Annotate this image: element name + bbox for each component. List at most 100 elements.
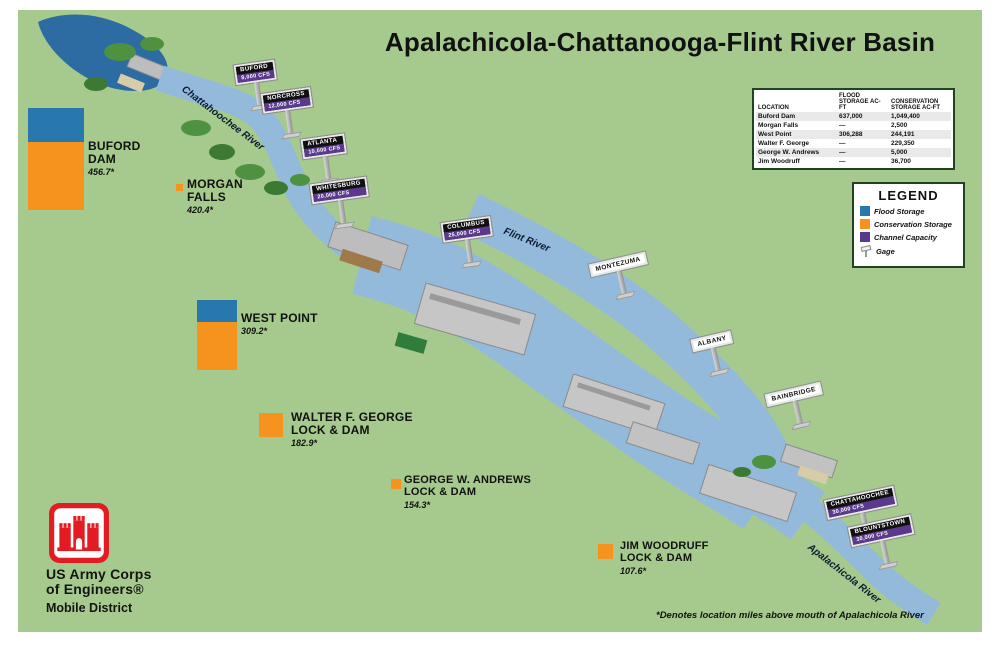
sign-post bbox=[285, 109, 294, 135]
legend-color-swatch bbox=[860, 219, 870, 229]
storage-table-cell: 2,500 bbox=[891, 122, 908, 129]
sign-post bbox=[322, 155, 332, 181]
legend-title: LEGEND bbox=[878, 188, 939, 203]
apalachicola-river-path bbox=[791, 491, 941, 626]
storage-table-cell: 5,000 bbox=[891, 149, 908, 156]
lake-lanier-shape bbox=[38, 14, 168, 92]
storage-table-cell: 306,288 bbox=[839, 131, 863, 138]
usace-castle-logo bbox=[49, 503, 109, 563]
jim-woodruff-conservation-marker bbox=[598, 544, 613, 559]
legend-item-label: Channel Capacity bbox=[874, 232, 937, 242]
org-name-line1: US Army Corps bbox=[46, 566, 152, 582]
jim-woodruff-mile: 107.6* bbox=[620, 565, 647, 576]
george-w-andrews-name: GEORGE W. ANDREWS bbox=[404, 474, 532, 486]
legend-color-swatch bbox=[860, 232, 870, 242]
storage-table-cell: Jim Woodruff bbox=[758, 158, 800, 165]
storage-table-row: Buford Dam 637,000 1,049,400 bbox=[756, 112, 951, 121]
west-point-label: WEST POINT 309.2* bbox=[241, 312, 318, 336]
legend-item: Gage bbox=[860, 245, 957, 257]
storage-table-cell: — bbox=[839, 140, 846, 147]
storage-table-cell: Buford Dam bbox=[758, 113, 796, 120]
buford-flood-storage-bar bbox=[28, 108, 84, 142]
legend-item: Channel Capacity bbox=[860, 232, 957, 242]
storage-table-cell: Morgan Falls bbox=[758, 122, 799, 129]
west-point-flood-storage-bar bbox=[197, 300, 237, 322]
tree-clusters bbox=[84, 37, 776, 477]
george-w-andrews-dam-structure bbox=[625, 421, 701, 465]
storage-table-cell: 229,350 bbox=[891, 140, 915, 147]
george-w-andrews-mile: 154.3* bbox=[404, 499, 431, 510]
storage-table-row: George W. Andrews — 5,000 bbox=[756, 148, 951, 157]
storage-table-row: Walter F. George — 229,350 bbox=[756, 139, 951, 148]
legend-color-swatch bbox=[860, 206, 870, 216]
walter-f-george-label: WALTER F. GEORGE LOCK & DAM 182.9* bbox=[291, 410, 413, 448]
storage-table-cell: 637,000 bbox=[839, 113, 863, 120]
storage-table-row: Morgan Falls — 2,500 bbox=[756, 121, 951, 130]
sign-post bbox=[792, 400, 804, 425]
morgan-falls-name: MORGAN bbox=[187, 177, 243, 191]
sign-post bbox=[338, 199, 347, 225]
morgan-falls-dam-structure bbox=[327, 221, 409, 274]
walter-f-george-conservation-marker bbox=[259, 413, 283, 437]
legend-item: Flood Storage bbox=[860, 206, 957, 216]
flint-river-path bbox=[461, 194, 807, 498]
storage-table-header: FLOOD STORAGE AC-FT bbox=[839, 93, 881, 111]
chattahoochee-river-path bbox=[155, 65, 362, 262]
branding-text: US Army Corps of Engineers® Mobile Distr… bbox=[46, 566, 152, 615]
west-point-conservation-storage-bar bbox=[197, 322, 237, 370]
buford-conservation-storage-bar bbox=[28, 142, 84, 210]
walter-f-george-dam-structure bbox=[562, 373, 666, 437]
buford-dam-label: BUFORD DAM 456.7* bbox=[88, 139, 141, 177]
district-name: Mobile District bbox=[46, 600, 133, 615]
buford-dam-name: BUFORD bbox=[88, 139, 141, 153]
george-w-andrews-conservation-marker bbox=[391, 479, 401, 489]
storage-table-cell: — bbox=[839, 158, 846, 165]
jim-woodruff-name: JIM WOODRUFF bbox=[620, 540, 709, 552]
storage-table-row: West Point 306,288 244,191 bbox=[756, 130, 951, 139]
sign-icon bbox=[860, 245, 872, 257]
storage-table-cell: 1,049,400 bbox=[891, 113, 920, 120]
storage-table-cell: — bbox=[839, 122, 846, 129]
west-point-name: WEST POINT bbox=[241, 311, 318, 325]
morgan-falls-conservation-marker bbox=[176, 184, 183, 191]
sign-post bbox=[617, 270, 628, 295]
storage-table-cell: 36,700 bbox=[891, 158, 911, 165]
jim-woodruff-dam-structure bbox=[698, 443, 839, 523]
sign-post bbox=[880, 540, 891, 565]
page-title: Apalachicola-Chattanooga-Flint River Bas… bbox=[384, 27, 936, 57]
storage-table-cell: 244,191 bbox=[891, 131, 915, 138]
storage-table-cell: — bbox=[839, 149, 846, 156]
mile-footnote: *Denotes location miles above mouth of A… bbox=[656, 610, 924, 621]
legend-item-label: Conservation Storage bbox=[874, 219, 952, 229]
org-name-line2: of Engineers® bbox=[46, 581, 144, 598]
walter-f-george-mile: 182.9* bbox=[291, 437, 318, 448]
legend-item-label: Flood Storage bbox=[874, 206, 925, 216]
storage-table-row: Jim Woodruff — 36,700 bbox=[756, 157, 951, 166]
storage-table-cell: Walter F. George bbox=[758, 140, 810, 147]
west-point-dam-structure bbox=[394, 282, 537, 356]
jim-woodruff-label: JIM WOODRUFF LOCK & DAM 107.6* bbox=[620, 540, 709, 576]
storage-table-header: CONSERVATION STORAGE AC-FT bbox=[891, 99, 940, 111]
walter-f-george-name: WALTER F. GEORGE bbox=[291, 410, 413, 424]
storage-table-cell: West Point bbox=[758, 131, 792, 138]
west-point-mile: 309.2* bbox=[241, 325, 268, 336]
legend-item: Conservation Storage bbox=[860, 219, 957, 229]
storage-table-cell: George W. Andrews bbox=[758, 149, 820, 156]
george-w-andrews-label: GEORGE W. ANDREWS LOCK & DAM 154.3* bbox=[404, 474, 532, 510]
sign-post bbox=[465, 238, 474, 264]
morgan-falls-label: MORGAN FALLS 420.4* bbox=[187, 177, 243, 215]
sign-post bbox=[711, 347, 722, 372]
buford-dam-mile: 456.7* bbox=[88, 166, 115, 177]
legend-item-label: Gage bbox=[876, 246, 895, 256]
